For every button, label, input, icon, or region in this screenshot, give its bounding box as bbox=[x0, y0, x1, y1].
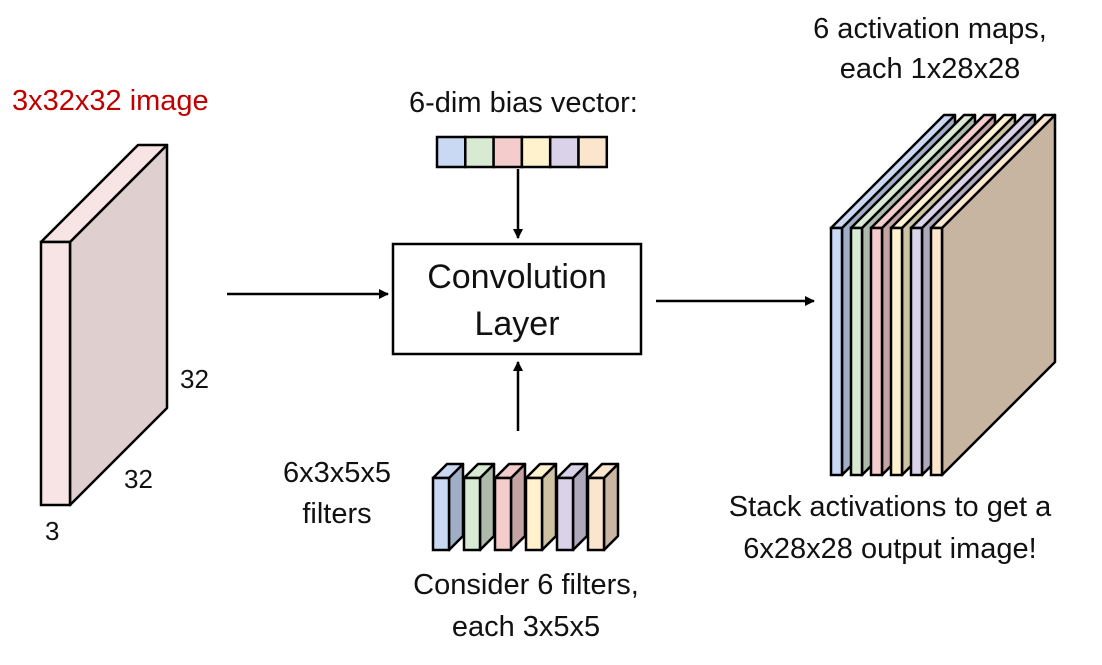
activation-map-front-face bbox=[829, 226, 844, 477]
bias-cell bbox=[492, 135, 524, 169]
bias-cell bbox=[548, 135, 580, 169]
filter-volume bbox=[493, 462, 527, 552]
input-image-volume bbox=[39, 143, 169, 507]
output-caption-line1: Stack activations to get a bbox=[728, 491, 1052, 523]
bias-cell bbox=[464, 135, 495, 169]
convolution-layer-box bbox=[391, 242, 643, 356]
filters-side-label-line1: 6x3x5x5 bbox=[282, 457, 391, 489]
input-height-label: 32 bbox=[180, 364, 209, 394]
filter-front-face bbox=[586, 476, 606, 552]
activation-map-front-face bbox=[929, 226, 944, 477]
bias-cell bbox=[435, 135, 467, 169]
activation-map-front-face bbox=[889, 226, 904, 477]
output-caption-line2: 6x28x28 output image! bbox=[743, 533, 1037, 565]
input-title: 3x32x32 image bbox=[12, 85, 209, 117]
filters-caption-line1: Consider 6 filters, bbox=[413, 569, 639, 601]
filter-volume bbox=[431, 462, 465, 552]
activation-map-front-face bbox=[849, 226, 864, 477]
filter-front-face bbox=[431, 476, 451, 552]
conv-layer-label-line2: Layer bbox=[474, 305, 560, 343]
activation-map-front-face bbox=[869, 226, 884, 477]
filter-front-face bbox=[555, 476, 575, 552]
bias-cell bbox=[577, 135, 609, 169]
filter-front-face bbox=[462, 476, 482, 552]
filter-volume bbox=[555, 462, 589, 552]
activation-map bbox=[929, 113, 1057, 477]
output-title-line2: each 1x28x28 bbox=[839, 53, 1021, 85]
filter-volume bbox=[586, 462, 620, 552]
bias-title: 6-dim bias vector: bbox=[409, 87, 638, 119]
filter-volume bbox=[462, 462, 496, 552]
filters-side-label-line2: filters bbox=[302, 498, 372, 530]
conv-layer-label-line1: Convolution bbox=[427, 258, 607, 296]
activation-map-front-face bbox=[909, 226, 924, 477]
bias-cell bbox=[520, 135, 552, 169]
filters-stack bbox=[431, 462, 620, 552]
output-title-line1: 6 activation maps, bbox=[813, 13, 1047, 45]
filter-front-face bbox=[524, 476, 544, 552]
filters-caption-line2: each 3x5x5 bbox=[451, 611, 601, 643]
input-front-face bbox=[39, 240, 72, 507]
filter-front-face bbox=[493, 476, 513, 552]
activation-maps-stack bbox=[829, 113, 1057, 477]
input-width-label: 32 bbox=[124, 464, 153, 494]
bias-vector bbox=[435, 135, 609, 169]
filter-volume bbox=[524, 462, 558, 552]
input-depth-label: 3 bbox=[45, 516, 60, 546]
